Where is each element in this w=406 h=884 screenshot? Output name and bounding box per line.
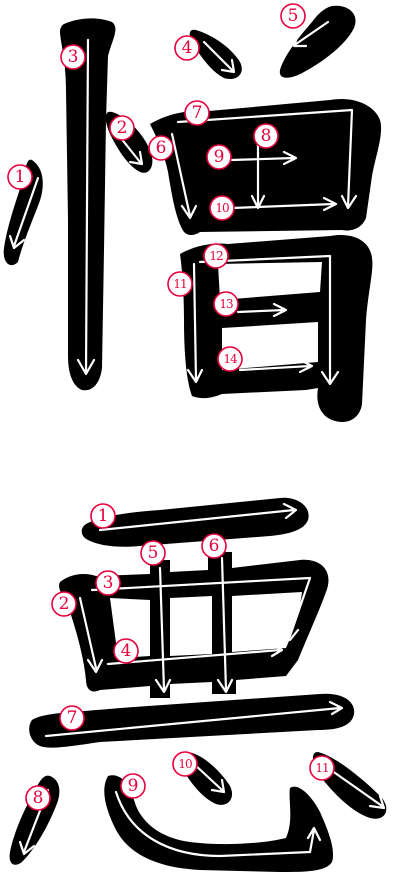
stroke-numbers-o: 1 2 3 4 5 6 7 8 9 10 11 xyxy=(25,503,335,811)
svg-text:5: 5 xyxy=(148,543,159,563)
svg-text:3: 3 xyxy=(68,47,79,67)
arrow-o-7 xyxy=(44,700,344,738)
arrow-zou-5 xyxy=(292,20,330,48)
arrow-zou-4 xyxy=(202,40,236,74)
arrow-o-1 xyxy=(98,502,298,532)
stroke-number-zou-4: 4 xyxy=(174,35,200,61)
svg-text:1: 1 xyxy=(98,506,109,526)
arrow-o-11 xyxy=(326,766,386,810)
svg-text:11: 11 xyxy=(315,761,328,775)
stroke-number-zou-11: 11 xyxy=(167,271,193,297)
svg-text:12: 12 xyxy=(209,249,223,263)
ink-stroke-o-7 xyxy=(29,693,355,748)
stroke-number-zou-3: 3 xyxy=(60,44,86,70)
ink-stroke-5 xyxy=(279,5,356,78)
stroke-number-o-1: 1 xyxy=(90,503,116,529)
stroke-number-zou-8: 8 xyxy=(253,123,279,149)
arrow-zou-7 xyxy=(176,108,358,210)
arrow-zou-14 xyxy=(238,358,314,374)
stroke-number-zou-9: 9 xyxy=(206,144,232,170)
svg-text:4: 4 xyxy=(121,641,132,661)
stroke-number-o-11: 11 xyxy=(309,755,335,781)
arrow-zou-13 xyxy=(236,302,288,318)
svg-text:6: 6 xyxy=(209,536,220,556)
stroke-number-o-5: 5 xyxy=(140,540,166,566)
arrow-o-9 xyxy=(114,790,322,858)
svg-text:10: 10 xyxy=(178,757,192,771)
stroke-number-o-7: 7 xyxy=(59,705,85,731)
stroke-arrows-o xyxy=(18,502,386,858)
svg-text:13: 13 xyxy=(219,297,233,311)
svg-text:11: 11 xyxy=(173,277,186,291)
stroke-number-o-3: 3 xyxy=(95,570,121,596)
stroke-number-o-2: 2 xyxy=(51,591,77,617)
arrow-o-3 xyxy=(90,576,312,642)
svg-text:10: 10 xyxy=(215,201,229,215)
stroke-number-o-6: 6 xyxy=(201,533,227,559)
ink-strokes-o xyxy=(9,497,387,872)
svg-text:7: 7 xyxy=(67,708,78,728)
ink-stroke-6-10 xyxy=(150,98,382,235)
arrow-zou-1 xyxy=(8,176,40,250)
arrow-zou-6 xyxy=(170,132,198,220)
stroke-number-o-4: 4 xyxy=(113,638,139,664)
character-zou: 1 2 3 4 5 6 7 8 9 10 11 12 13 14 xyxy=(3,3,382,423)
svg-text:9: 9 xyxy=(214,147,225,167)
arrow-o-2 xyxy=(78,596,104,674)
svg-text:7: 7 xyxy=(192,103,203,123)
arrow-zou-9 xyxy=(230,150,298,166)
stroke-number-zou-5: 5 xyxy=(280,3,306,29)
ink-stroke-o-1 xyxy=(81,497,309,547)
svg-text:9: 9 xyxy=(128,776,139,796)
svg-text:1: 1 xyxy=(15,167,26,187)
svg-text:4: 4 xyxy=(182,38,193,58)
stroke-numbers-zou: 1 2 3 4 5 6 7 8 9 10 11 12 13 14 xyxy=(7,3,306,372)
stroke-number-o-10: 10 xyxy=(172,751,198,777)
ink-stroke-1 xyxy=(3,159,43,266)
stroke-number-zou-14: 14 xyxy=(217,346,243,372)
arrow-o-6 xyxy=(216,556,234,694)
arrow-zou-3 xyxy=(76,38,96,376)
stroke-number-o-8: 8 xyxy=(25,785,51,811)
ink-stroke-o-9 xyxy=(104,775,334,872)
stroke-number-zou-7: 7 xyxy=(184,100,210,126)
svg-text:14: 14 xyxy=(223,352,238,366)
arrow-o-10 xyxy=(192,762,226,794)
arrow-o-4 xyxy=(106,642,284,666)
stroke-number-zou-2: 2 xyxy=(109,115,135,141)
stroke-number-zou-1: 1 xyxy=(7,164,33,190)
svg-text:5: 5 xyxy=(288,6,299,26)
svg-text:8: 8 xyxy=(261,126,272,146)
arrow-zou-12 xyxy=(198,254,340,386)
svg-text:2: 2 xyxy=(117,118,128,138)
character-o: 1 2 3 4 5 6 7 8 9 10 11 xyxy=(9,497,387,872)
stroke-number-zou-13: 13 xyxy=(213,291,239,317)
stroke-number-zou-12: 12 xyxy=(203,243,229,269)
arrow-o-5 xyxy=(154,566,172,694)
stroke-number-o-9: 9 xyxy=(120,773,146,799)
stroke-number-zou-10: 10 xyxy=(209,195,235,221)
svg-text:6: 6 xyxy=(156,138,167,158)
svg-text:8: 8 xyxy=(33,788,44,808)
svg-text:2: 2 xyxy=(59,594,70,614)
stroke-number-zou-6: 6 xyxy=(148,135,174,161)
svg-text:3: 3 xyxy=(103,573,114,593)
stroke-arrows-zou xyxy=(8,20,358,386)
arrow-zou-11 xyxy=(186,262,204,384)
arrow-zou-10 xyxy=(230,196,338,212)
